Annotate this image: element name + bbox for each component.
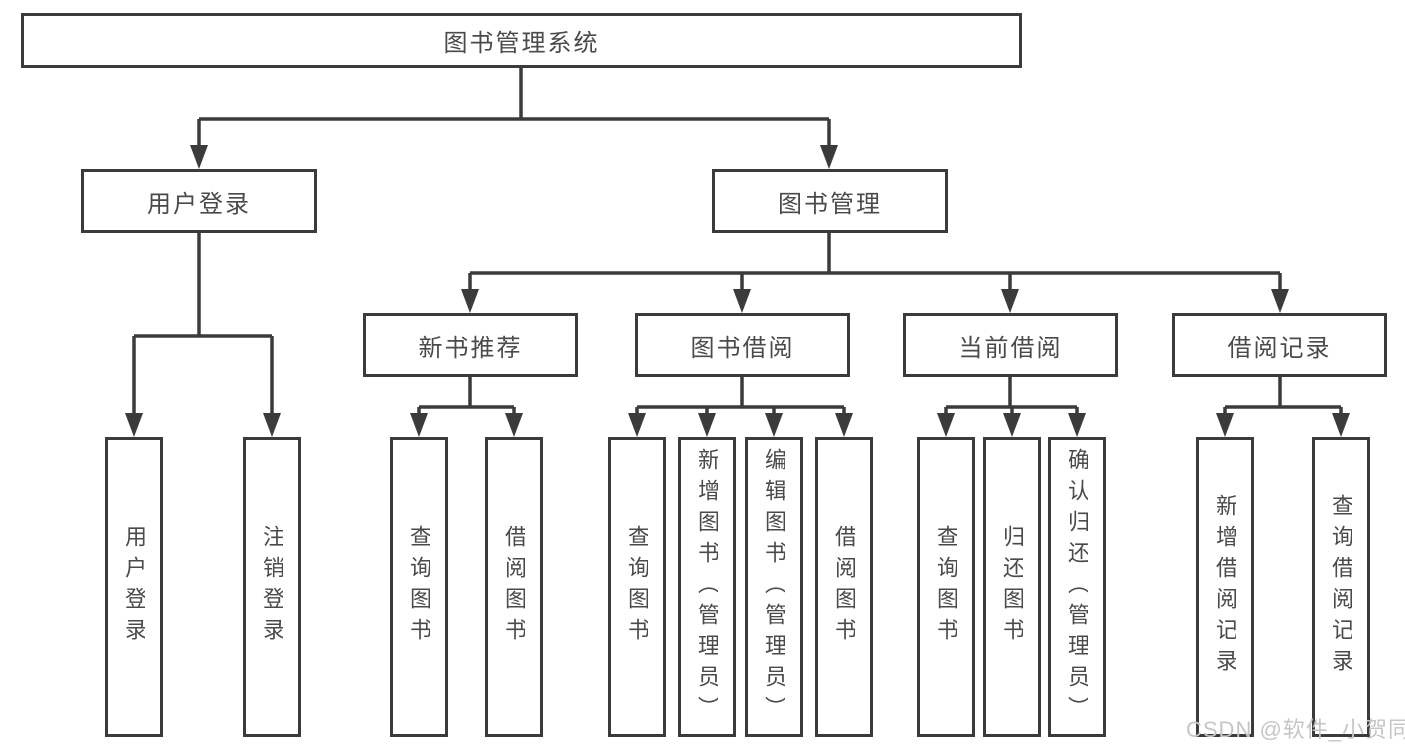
leaf-confirm-return-admin: 确认归还（管理员） (1048, 437, 1106, 737)
node-root: 图书管理系统 (21, 13, 1022, 68)
leaf-query-books-3-label: 查询图书 (935, 525, 957, 649)
arrowheads (125, 145, 1350, 437)
leaf-edit-book-admin-label: 编辑图书（管理员） (763, 447, 785, 727)
leaf-confirm-return-admin-label: 确认归还（管理员） (1066, 447, 1088, 727)
node-current-borrow: 当前借阅 (903, 313, 1118, 377)
leaf-add-book-admin-label: 新增图书（管理员） (696, 447, 718, 727)
node-borrow-records: 借阅记录 (1172, 313, 1387, 377)
leaf-user-login-label: 用户登录 (123, 525, 145, 649)
leaf-query-books-3: 查询图书 (917, 437, 975, 737)
leaf-add-borrow-record: 新增借阅记录 (1196, 437, 1254, 737)
leaf-borrow-books-2-label: 借阅图书 (833, 525, 855, 649)
leaf-edit-book-admin: 编辑图书（管理员） (745, 437, 803, 737)
leaf-logout: 注销登录 (243, 437, 301, 737)
leaf-return-book: 归还图书 (983, 437, 1041, 737)
node-user-login: 用户登录 (81, 169, 317, 233)
node-book-borrow: 图书借阅 (635, 313, 850, 377)
leaf-borrow-books-2: 借阅图书 (815, 437, 873, 737)
leaf-logout-label: 注销登录 (261, 525, 283, 649)
node-new-book-recommend: 新书推荐 (363, 313, 578, 377)
leaf-user-login: 用户登录 (105, 437, 163, 737)
leaf-borrow-books-1: 借阅图书 (485, 437, 543, 737)
leaf-query-books-2: 查询图书 (608, 437, 666, 737)
node-book-management: 图书管理 (712, 169, 948, 233)
leaf-query-borrow-record-label: 查询借阅记录 (1330, 494, 1352, 680)
leaf-add-borrow-record-label: 新增借阅记录 (1214, 494, 1236, 680)
leaf-add-book-admin: 新增图书（管理员） (678, 437, 736, 737)
leaf-borrow-books-1-label: 借阅图书 (503, 525, 525, 649)
leaf-return-book-label: 归还图书 (1001, 525, 1023, 649)
leaf-query-books-2-label: 查询图书 (626, 525, 648, 649)
leaf-query-borrow-record: 查询借阅记录 (1312, 437, 1370, 737)
leaf-query-books-1: 查询图书 (390, 437, 448, 737)
csdn-watermark: CSDN @软件_小贺同学 (1186, 717, 1405, 742)
leaf-query-books-1-label: 查询图书 (408, 525, 430, 649)
